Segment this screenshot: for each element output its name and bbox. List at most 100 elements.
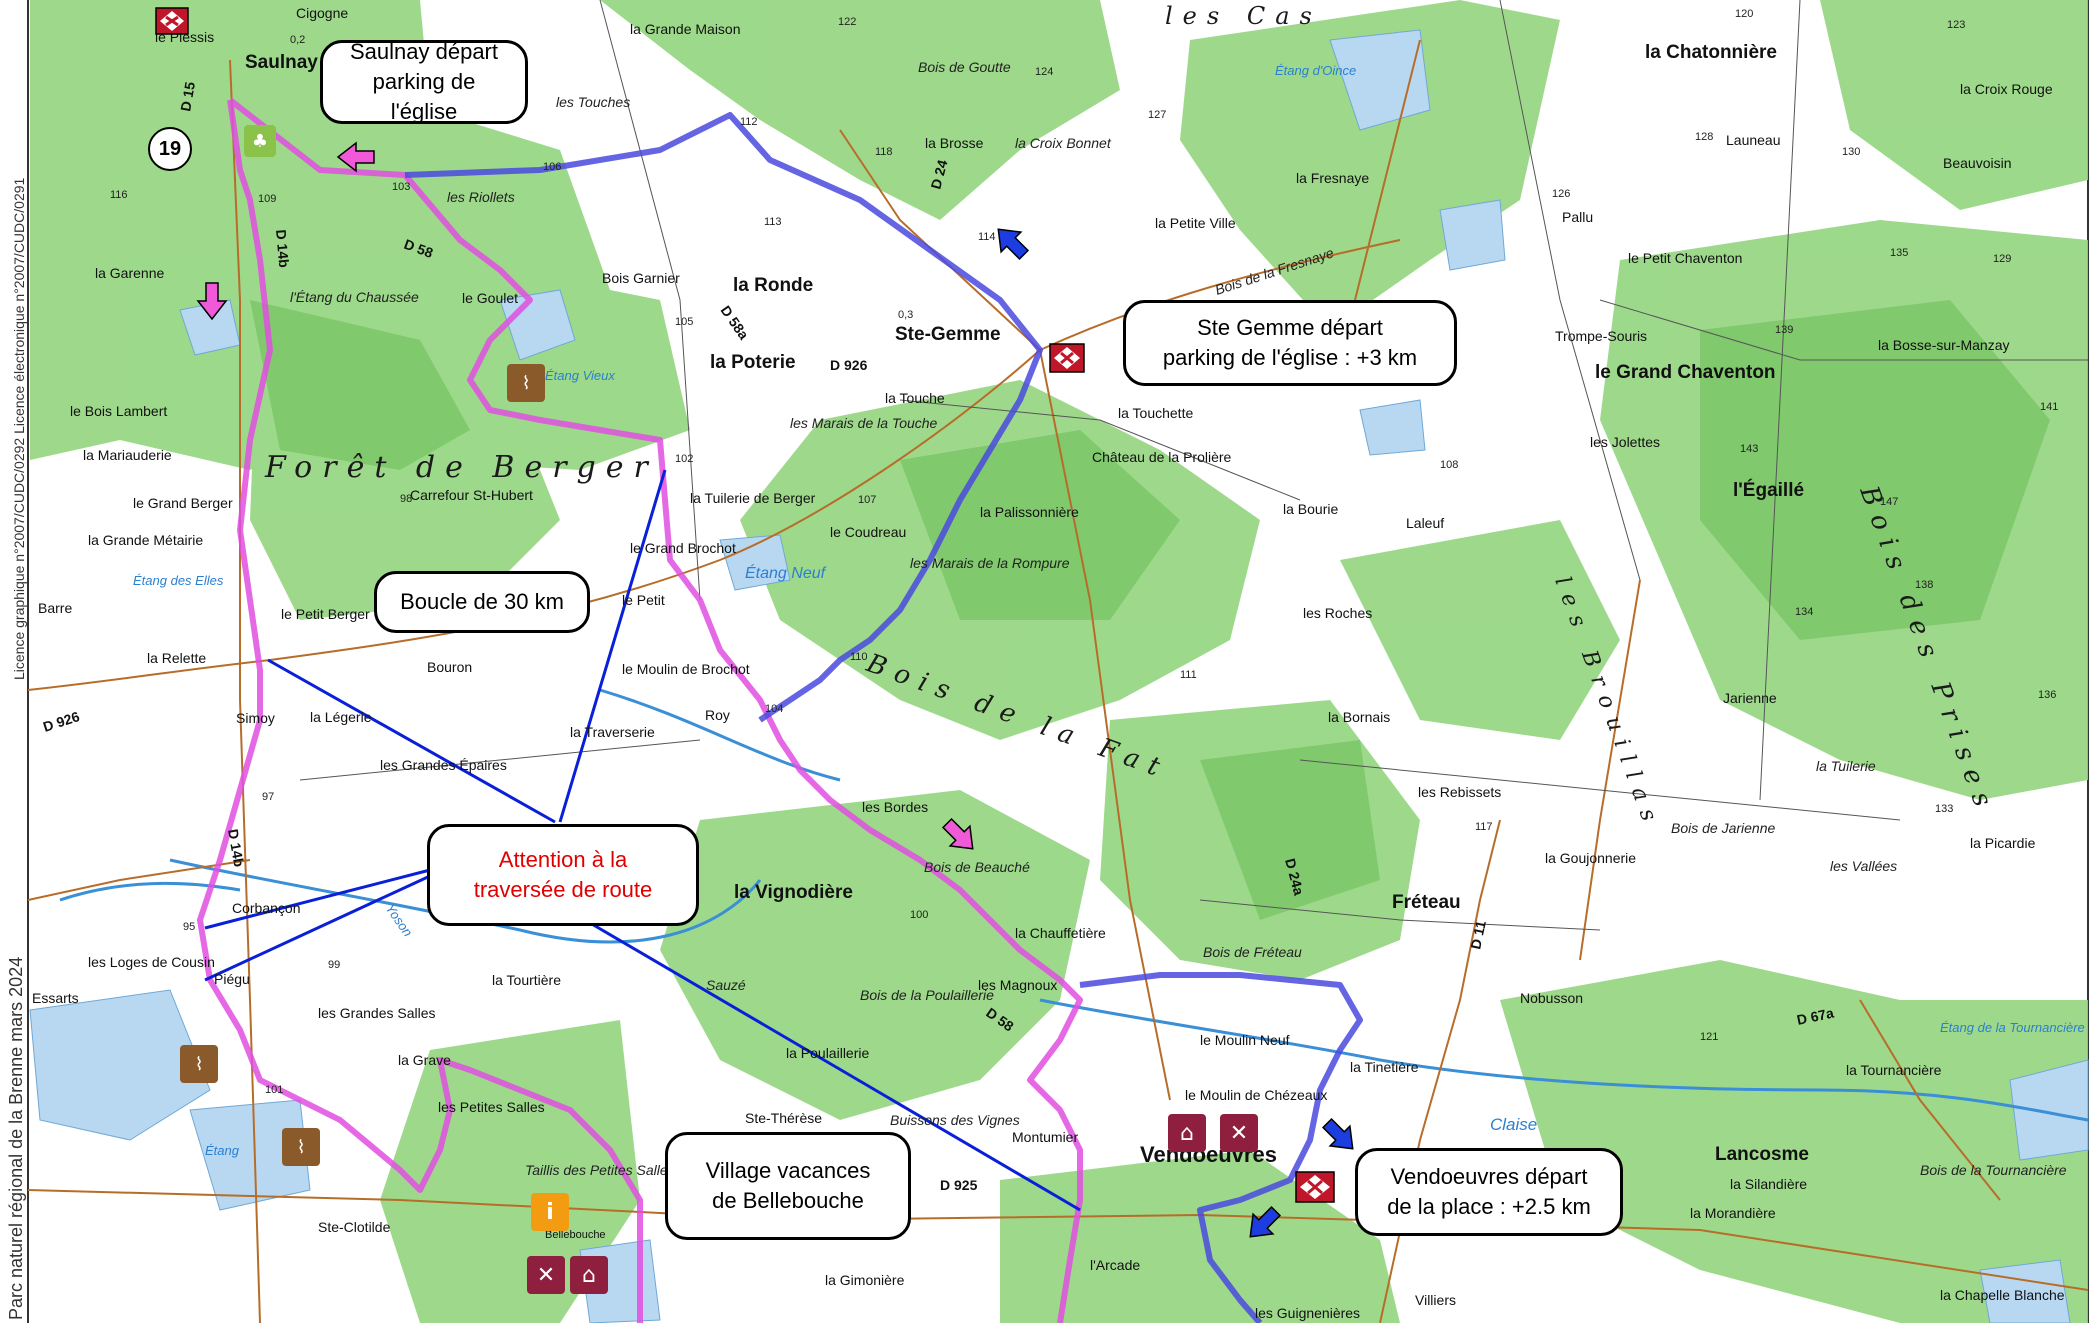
place-etang-chaussee: l'Étang du Chaussée bbox=[290, 289, 419, 305]
place-la-brosse: la Brosse bbox=[925, 135, 984, 151]
place-ste-therese: Ste-Thérèse bbox=[745, 1110, 822, 1126]
road-d15: D 15 bbox=[177, 80, 198, 112]
place-moulin-chezeaux: le Moulin de Chézeaux bbox=[1185, 1087, 1327, 1103]
place-taillis-petites-salles: Taillis des Petites Salles bbox=[525, 1162, 675, 1178]
place-le-petit: le Petit bbox=[622, 592, 665, 608]
place-bois-freteau: Bois de Fréteau bbox=[1203, 944, 1302, 960]
place-grand-chaventon: le Grand Chaventon bbox=[1595, 362, 1776, 383]
callout-line: Attention à la bbox=[498, 847, 628, 872]
place-tournanciere: la Tournancière bbox=[1846, 1062, 1942, 1078]
callout-line: de la place : +2.5 km bbox=[1387, 1194, 1591, 1219]
water-labels: Étang d'Oince Étang Vieux Étang Neuf Éta… bbox=[133, 63, 2085, 1158]
place-rebissets: les Rebissets bbox=[1418, 784, 1501, 800]
pink-arrow-northeast bbox=[941, 817, 974, 850]
elevation: 130 bbox=[1842, 146, 1860, 158]
place-essarts: Essarts bbox=[32, 990, 79, 1006]
place-bellebouche: Bellebouche bbox=[545, 1229, 606, 1241]
place-bois-tournanciere: Bois de la Tournancière bbox=[1920, 1162, 2067, 1178]
elevation: 117 bbox=[1475, 821, 1493, 833]
accommodation-icon: ⌂ bbox=[570, 1256, 608, 1294]
elevation: 127 bbox=[1148, 109, 1166, 121]
place-labels: Saulnay la Grande Maison la Chatonnière … bbox=[32, 5, 2067, 1321]
pink-arrow-west bbox=[336, 141, 375, 173]
road-d14b: D 14b bbox=[273, 229, 292, 268]
place-bois-goutte: Bois de Goutte bbox=[918, 59, 1011, 75]
place-grande-maison: la Grande Maison bbox=[630, 21, 741, 37]
place-riollets: les Riollets bbox=[447, 189, 515, 205]
place-moulin-neuf: le Moulin Neuf bbox=[1200, 1032, 1290, 1048]
place-silandiere: la Silandière bbox=[1730, 1176, 1807, 1192]
annotation-lines bbox=[204, 469, 1081, 1212]
place-traverserie: la Traverserie bbox=[570, 724, 655, 740]
connector-route-ste-gemme bbox=[404, 112, 1043, 723]
elevation: 95 bbox=[183, 921, 195, 933]
place-ste-gemme: Ste-Gemme bbox=[895, 324, 1001, 345]
place-buissons-vignes: Buissons des Vignes bbox=[890, 1112, 1020, 1128]
restaurant-icon: ✕ bbox=[527, 1256, 565, 1294]
viewpoint-hide-icon: ⌇ bbox=[507, 364, 545, 402]
place-grand-brochot: le Grand Brochot bbox=[630, 540, 736, 556]
callout-line: parking de l'église : +3 km bbox=[1162, 345, 1418, 370]
accommodation-icon: ⌂ bbox=[1168, 1114, 1206, 1152]
place-petit-berger: le Petit Berger bbox=[281, 606, 370, 622]
road-number-labels: D 15 D 14b D 58 D 58a D 926 D 24 D 925 D… bbox=[41, 80, 1835, 1193]
place-croix-bonnet: la Croix Bonnet bbox=[1015, 135, 1112, 151]
place-chatonniere: la Chatonnière bbox=[1645, 42, 1777, 63]
place-la-grave: la Grave bbox=[398, 1052, 451, 1068]
saulnay-start-icon bbox=[155, 7, 189, 35]
place-freteau: Fréteau bbox=[1392, 892, 1461, 913]
place-launeau: Launeau bbox=[1726, 132, 1781, 148]
elevation: 106 bbox=[543, 161, 561, 173]
place-la-relette: la Relette bbox=[147, 650, 206, 666]
license-text: Licence graphique n°2007/CUDC/0292 Licen… bbox=[11, 177, 27, 680]
elevation: 141 bbox=[2040, 401, 2058, 413]
road-d14b-south: D 14b bbox=[225, 828, 247, 868]
place-la-bourie: la Bourie bbox=[1283, 501, 1338, 517]
elevation: 104 bbox=[765, 703, 783, 715]
elevation: 109 bbox=[258, 193, 276, 205]
callout-line: Vendoeuvres départ bbox=[1390, 1164, 1588, 1189]
elevation: 111 bbox=[1180, 669, 1197, 681]
elevation: 112 bbox=[740, 116, 758, 128]
connector-route-vendoeuvres bbox=[1079, 972, 1363, 1323]
place-garenne: la Garenne bbox=[95, 265, 164, 281]
place-bois-jarienne: Bois de Jarienne bbox=[1671, 820, 1776, 836]
place-bois-lambert: le Bois Lambert bbox=[70, 403, 167, 419]
publisher-text: Parc naturel régional de la Brenne mars … bbox=[6, 957, 26, 1320]
place-tinetiere: la Tinetière bbox=[1350, 1059, 1419, 1075]
place-montumier: Montumier bbox=[1012, 1129, 1078, 1145]
callout-ste-gemme-start: Ste Gemme départ parking de l'église : +3… bbox=[1123, 300, 1457, 386]
place-les-jolettes: les Jolettes bbox=[1590, 434, 1660, 450]
place-loges-cousin: les Loges de Cousin bbox=[88, 954, 215, 970]
place-la-touche: la Touche bbox=[885, 390, 945, 406]
water-bodies bbox=[29, 29, 2089, 1323]
place-fresnaye: la Fresnaye bbox=[1296, 170, 1369, 186]
elevation: 118 bbox=[875, 146, 893, 158]
info-point-icon: i bbox=[531, 1193, 569, 1231]
roads-minor bbox=[299, 0, 2088, 931]
elevation: 102 bbox=[675, 453, 693, 465]
place-egaille: l'Égaillé bbox=[1733, 479, 1804, 501]
callout-line: Village vacances bbox=[705, 1158, 871, 1183]
place-tourtiere: la Tourtière bbox=[492, 972, 561, 988]
elevation: 107 bbox=[858, 494, 876, 506]
callout-line: Ste Gemme départ bbox=[1197, 315, 1383, 340]
place-cigogne: Cigogne bbox=[296, 5, 348, 21]
elevation: 101 bbox=[265, 1084, 283, 1096]
place-les-roches: les Roches bbox=[1303, 605, 1372, 621]
place-grande-metairie: la Grande Métairie bbox=[88, 532, 203, 548]
place-les-vallees: les Vallées bbox=[1830, 858, 1897, 874]
place-piegu: Piégu bbox=[214, 971, 250, 987]
place-croix-rouge: la Croix Rouge bbox=[1960, 81, 2053, 97]
place-villiers: Villiers bbox=[1415, 1292, 1456, 1308]
place-simoy: Simoy bbox=[236, 710, 275, 726]
elevation: 122 bbox=[838, 16, 856, 28]
elevation: 116 bbox=[110, 189, 128, 201]
route-number-badge: 19 bbox=[148, 127, 192, 171]
place-guignenieres: les Guignenières bbox=[1255, 1305, 1360, 1321]
place-jarienne: Jarienne bbox=[1723, 690, 1777, 706]
place-grandes-epaires: les Grandes Épaires bbox=[380, 757, 507, 773]
place-la-bornais: la Bornais bbox=[1328, 709, 1390, 725]
restaurant-icon: ✕ bbox=[1220, 1114, 1258, 1152]
